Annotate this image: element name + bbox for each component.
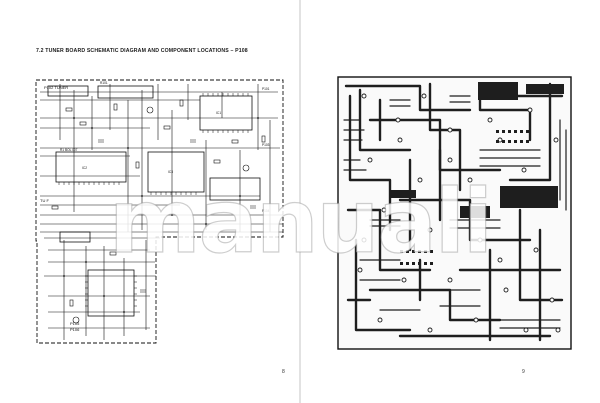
pcb-layout <box>337 76 572 350</box>
pcb-board-outline <box>337 76 572 350</box>
schematic-border <box>35 79 284 344</box>
schematic-diagram: P102 TUNER R1 BOL 007 TU F R101 P101 P10… <box>35 79 284 344</box>
left-page <box>0 0 300 403</box>
lower-block-label: P105 <box>70 321 80 326</box>
schematic-label: IC3 <box>168 170 173 174</box>
schematic-label: R1 BOL 007 <box>60 148 78 152</box>
schematic-label: R101 <box>100 81 108 85</box>
schematic-label: P104 <box>262 209 270 213</box>
schematic-label: P103 <box>262 143 270 147</box>
schematic-label: TU F <box>40 198 49 203</box>
schematic-label: P101 <box>262 87 270 91</box>
schematic-label: IC1 <box>216 111 221 115</box>
schematic-label: IC2 <box>82 166 87 170</box>
page-gutter <box>299 0 301 403</box>
lower-block-label: P106 <box>70 327 80 332</box>
page-number-right: 9 <box>522 369 525 375</box>
section-title: 7.2 TUNER BOARD SCHEMATIC DIAGRAM AND CO… <box>36 48 248 54</box>
tuner-label: P102 TUNER <box>44 85 68 90</box>
page-number-left: 8 <box>282 369 285 375</box>
